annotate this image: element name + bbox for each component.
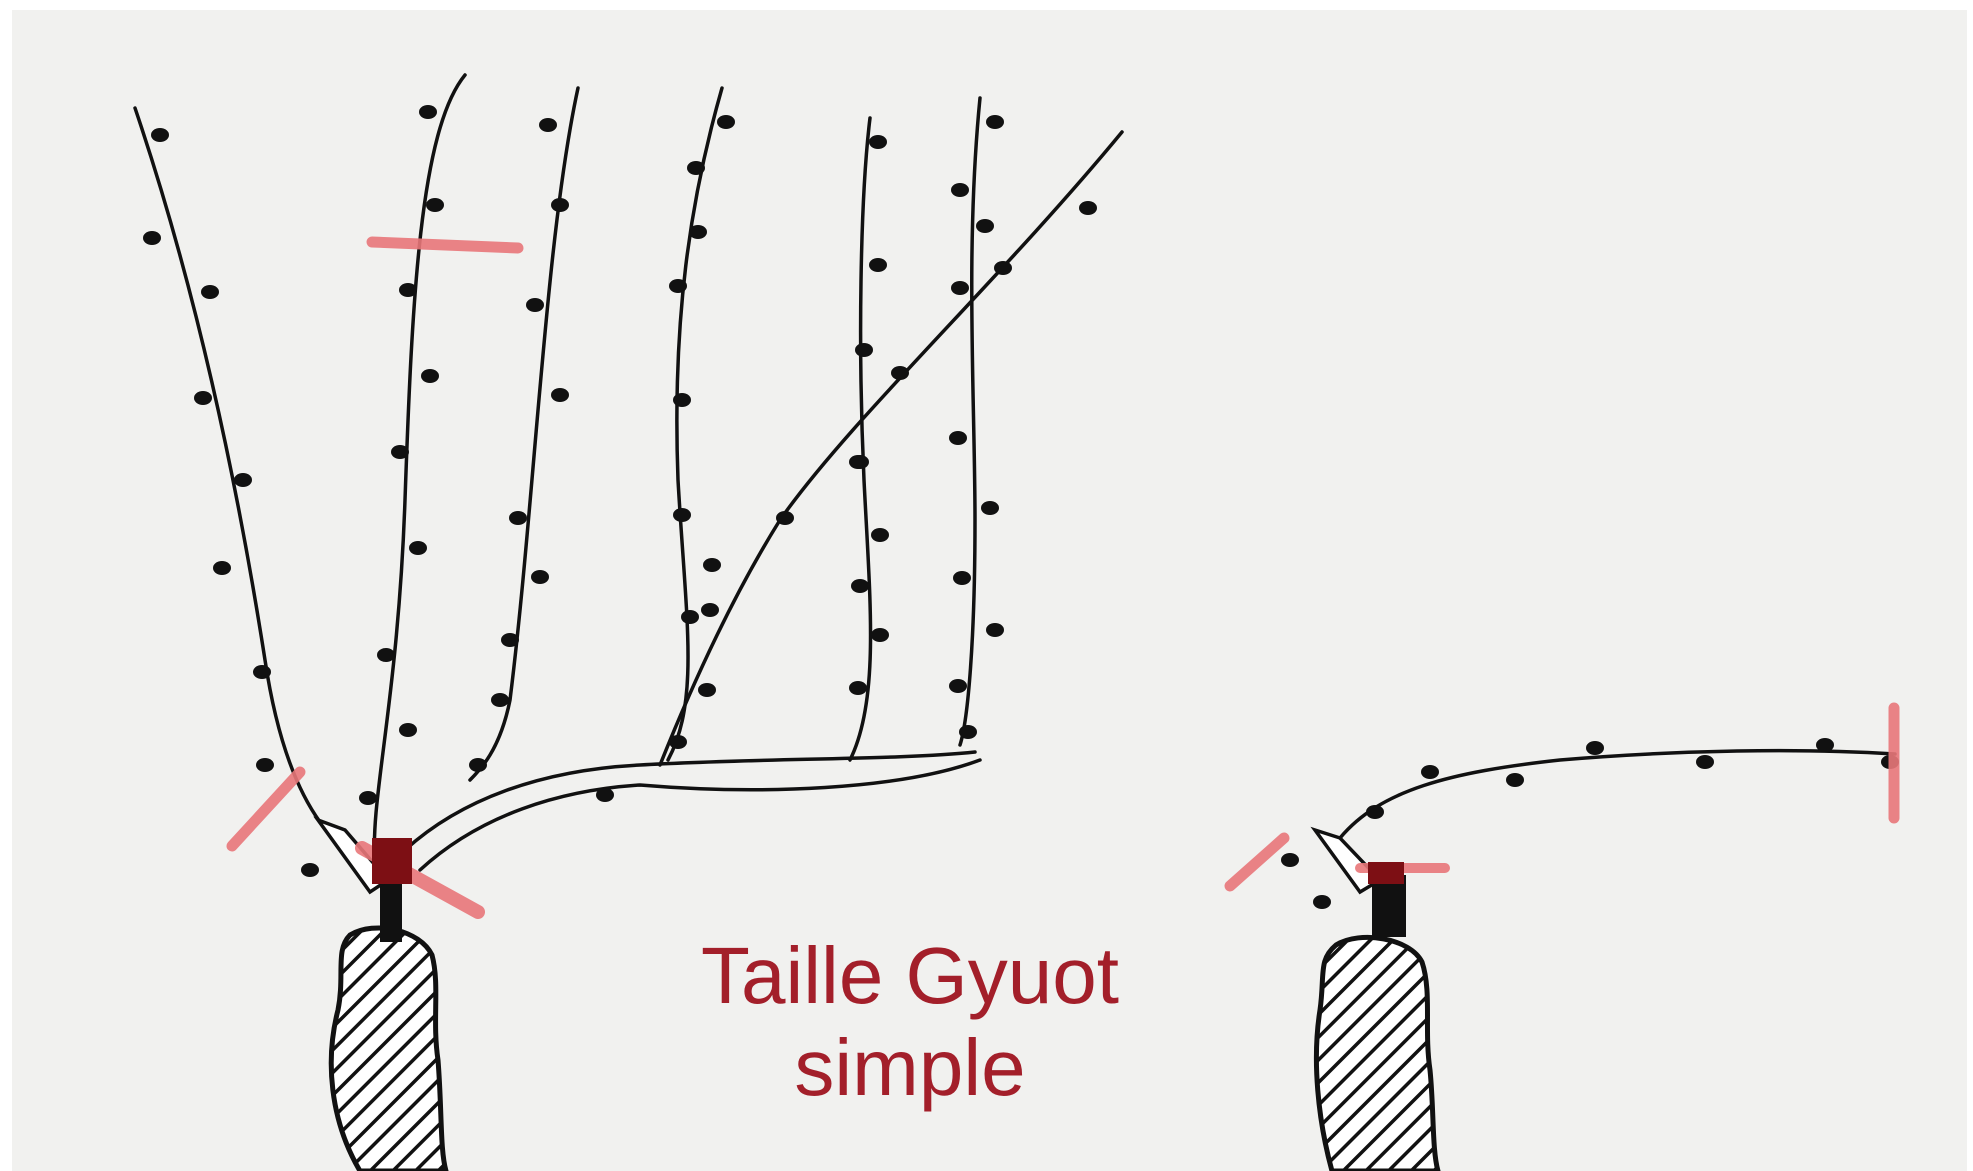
cane-1 [133,106,362,862]
caption-line-2: simple [794,1023,1026,1112]
cut-mark-cane-2 [366,236,524,254]
cane-4 [666,86,724,762]
canes-left [133,73,1124,872]
vine-before-pruning [133,73,1124,1171]
caption-line-1: Taille Gyuot [701,931,1119,1020]
cane-6 [958,96,982,747]
cut-marks-right [1224,702,1900,892]
vine-after-pruning [1224,702,1900,1171]
trunk-left [328,925,449,1171]
cane-8-upper [403,750,977,852]
cut-mark-spur [226,766,306,852]
cut-mark-base-dark [372,838,412,884]
cut-mark-base-right-dark [1368,862,1404,884]
cane-8-lower [418,758,982,872]
trunk-neck-right [1372,875,1406,937]
buds-left [143,105,1097,877]
trunk-right [1313,934,1441,1171]
trunk-neck-left [380,880,402,942]
diagram-caption: Taille Gyuot simple [650,930,1170,1114]
cane-7 [658,130,1124,767]
cane-5 [848,116,873,762]
fruiting-cane [1338,748,1897,840]
cut-marks-left [226,236,524,919]
cane-2 [372,73,467,862]
buds-right [1281,738,1899,909]
paper-background [12,10,1967,1171]
cut-mark-spur-right [1224,832,1290,892]
